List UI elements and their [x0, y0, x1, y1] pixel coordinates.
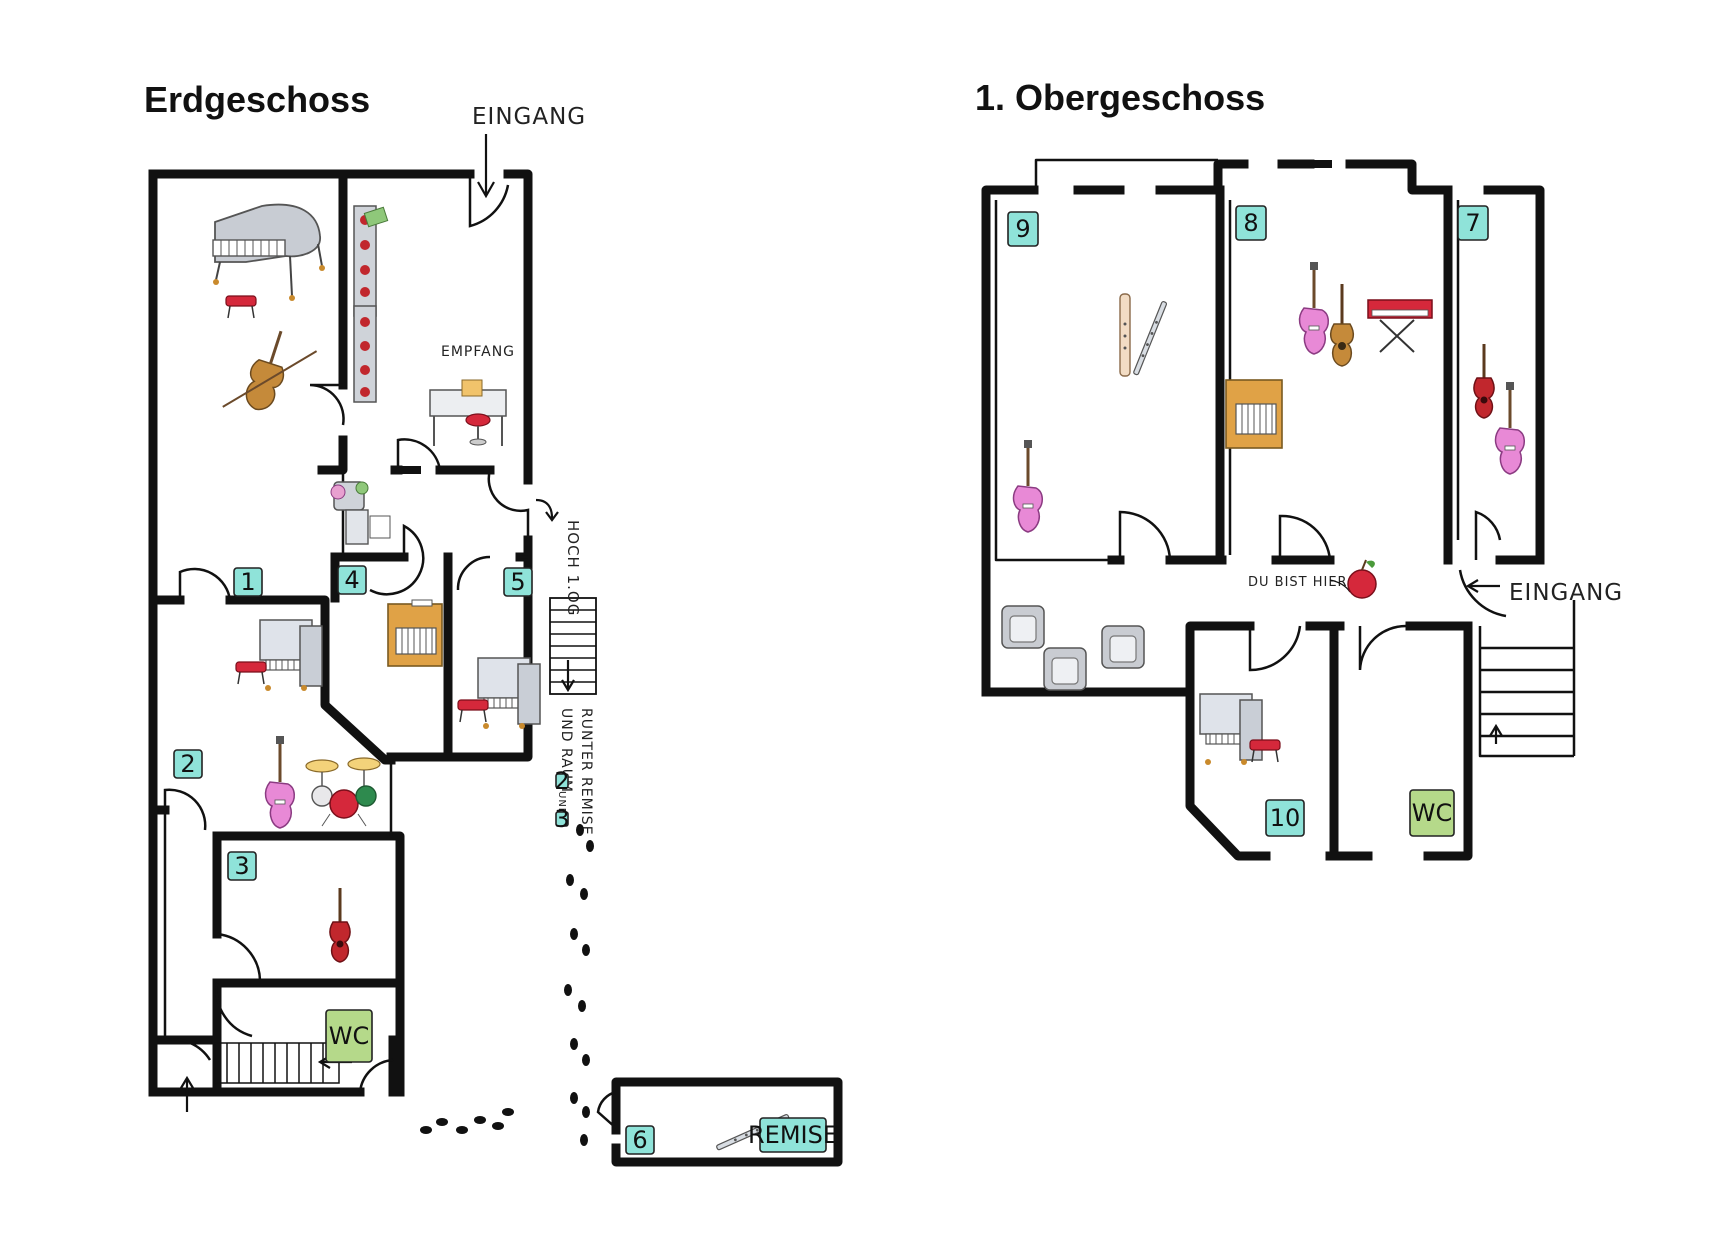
piano-bench-icon [457, 699, 489, 723]
violin-icon [222, 330, 318, 411]
stairs-and-label: UND [556, 791, 567, 817]
flute-icon [1132, 300, 1168, 376]
svg-text:1: 1 [240, 568, 255, 596]
footprints-icon [420, 824, 594, 1146]
reception-desk-icon [429, 379, 507, 446]
svg-text:WC: WC [1412, 799, 1453, 827]
svg-text:2: 2 [180, 750, 195, 778]
svg-text:6: 6 [632, 1126, 647, 1154]
arrow-icon [1329, 579, 1503, 744]
arrow-icon [180, 134, 575, 1112]
ground-floor-title: Erdgeschoss [144, 79, 370, 120]
svg-text:2: 2 [554, 767, 569, 795]
svg-text:3: 3 [234, 852, 249, 880]
piano-bench-icon [235, 661, 267, 685]
room-tag-2: 2 [173, 749, 203, 779]
room-tag-10: 10 [1265, 799, 1305, 837]
red-stool-icon [465, 413, 491, 446]
svg-text:10: 10 [1270, 804, 1301, 832]
grand-piano-icon [212, 203, 325, 301]
upper-floor-title: 1. Obergeschoss [975, 77, 1265, 118]
svg-text:7: 7 [1465, 209, 1480, 237]
room-tag-1: 1 [233, 567, 263, 597]
remise-tag: REMISE [748, 1117, 838, 1153]
stairs-room2-tag: 2 [554, 767, 569, 795]
room-tag-9: 9 [1007, 211, 1039, 247]
upper-wall-tick-marks [1088, 160, 1446, 860]
room-tag-7: 7 [1457, 205, 1489, 241]
stairs-up-label: HOCH 1.OG [564, 520, 582, 616]
upper-entrance-label: EINGANG [1509, 580, 1623, 606]
upper-floor-doors [1118, 510, 1507, 672]
room-tag-6: 6 [625, 1125, 655, 1155]
stairs-room3-tag: 3 [554, 805, 569, 833]
you-are-here-label: DU BIST HIER [1248, 575, 1348, 590]
electric-guitar-icon [264, 734, 296, 830]
svg-text:3: 3 [554, 805, 569, 833]
ukulele-icon [1472, 342, 1496, 420]
stairs-down-label-2: UND RAUM [558, 708, 574, 793]
stairs-down-label-1: RUNTER REMISE [578, 708, 594, 836]
piano-bench-icon [225, 295, 257, 319]
svg-text:4: 4 [344, 566, 359, 594]
armchair-icon [1043, 647, 1087, 691]
ukulele-icon [328, 886, 352, 964]
music-stand-icon [330, 481, 391, 545]
room-tag-5: 5 [503, 567, 533, 597]
wc-upper-tag: WC [1409, 789, 1455, 837]
ground-floor-doors [163, 174, 530, 1093]
drum-kit-icon [305, 757, 381, 827]
svg-text:9: 9 [1015, 215, 1030, 243]
remise-room [596, 1077, 843, 1167]
svg-text:REMISE: REMISE [748, 1121, 838, 1149]
electric-guitar-icon [1494, 380, 1526, 476]
svg-text:WC: WC [329, 1022, 370, 1050]
recorder-icon [1119, 293, 1131, 377]
upper-floor-thin-lines [994, 158, 1576, 758]
reception-label: EMPFANG [441, 344, 515, 360]
upper-floor-walls [981, 159, 1545, 861]
bookshelf-icon [353, 205, 389, 403]
electric-guitar-icon [1298, 260, 1330, 356]
upright-piano-icon [477, 657, 541, 730]
room-tag-3: 3 [227, 851, 257, 881]
svg-text:8: 8 [1243, 209, 1258, 237]
ground-wall-tick-marks [324, 170, 492, 474]
armchair-icon [1101, 625, 1145, 669]
apple-icon [1347, 559, 1377, 599]
electric-guitar-icon [1012, 438, 1044, 534]
upright-piano-icon [1225, 379, 1283, 449]
acoustic-guitar-icon [1329, 282, 1355, 368]
armchair-icon [1001, 605, 1045, 649]
ground-entrance-label: EINGANG [472, 104, 586, 130]
upright-piano-icon [387, 599, 443, 667]
wc-ground-tag: WC [325, 1009, 373, 1063]
upright-piano-icon [259, 619, 323, 692]
svg-text:5: 5 [510, 568, 525, 596]
room-tag-4: 4 [337, 565, 367, 595]
keyboard-icon [1367, 299, 1433, 353]
room-tag-8: 8 [1235, 205, 1267, 241]
